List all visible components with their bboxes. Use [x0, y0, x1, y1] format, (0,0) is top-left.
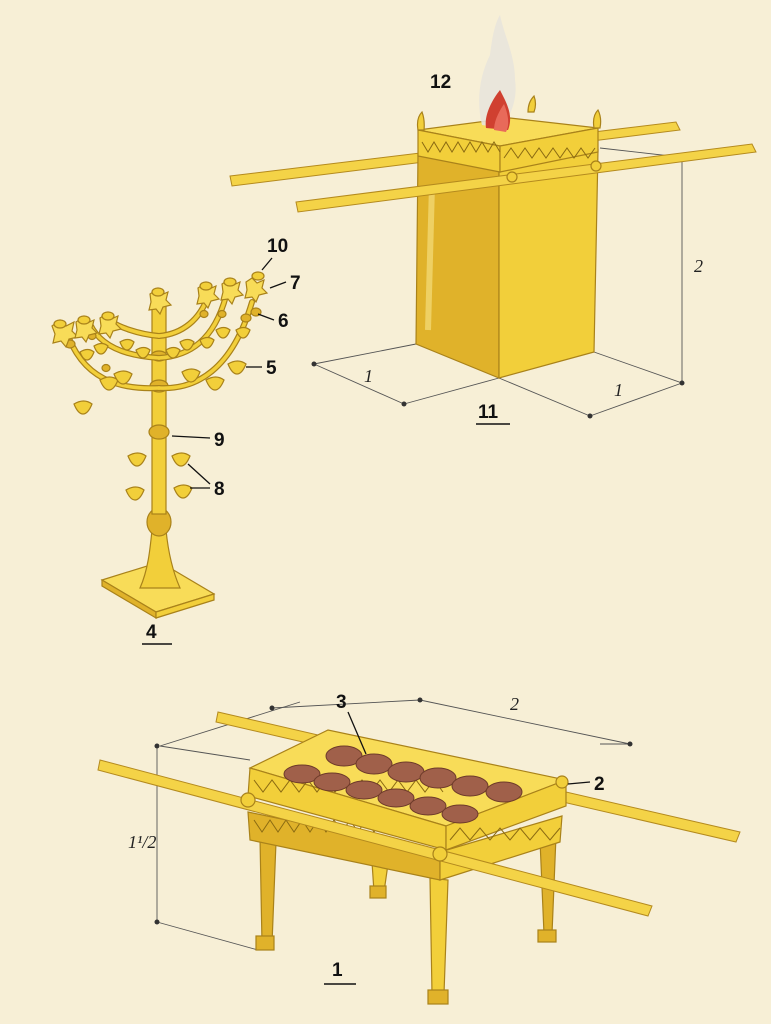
- table-front-rod: [97, 759, 653, 917]
- lampstand-knobs: [64, 307, 262, 373]
- table-ring: [555, 775, 569, 789]
- showbread-table: [97, 697, 741, 1005]
- dim-altar-height: 2: [694, 256, 703, 276]
- label-bread: 3: [336, 692, 347, 713]
- dim-altar-depth: 1: [364, 366, 373, 386]
- label-shaft: 9: [214, 430, 225, 451]
- dim-altar-width: 1: [614, 380, 623, 400]
- label-lampstand: 4: [146, 622, 157, 643]
- lampstand-shaft: [151, 299, 167, 515]
- altar-ring: [506, 171, 518, 183]
- lamp-bowls: [53, 271, 265, 329]
- altar-crown-right: [499, 127, 599, 173]
- lampstand-foot: [139, 529, 181, 589]
- altar-fire: [479, 15, 516, 132]
- lampstand: [51, 271, 269, 620]
- altar-horn: [592, 108, 602, 129]
- altar-dimension-lines: [311, 147, 689, 419]
- label-table-rim: 2: [594, 774, 605, 795]
- table-ring: [240, 792, 256, 808]
- dimension-labels: 2 1 1 2 1¹/2: [128, 256, 703, 852]
- table-legs: [255, 835, 557, 1005]
- dim-table-length: 2: [510, 694, 519, 714]
- bread-loaves: [283, 745, 523, 824]
- table-ring: [432, 846, 448, 862]
- number-labels: 12 10 7 6 5 9 8 4 11 3 2 1: [142, 72, 605, 985]
- lampstand-cups: [73, 326, 251, 501]
- label-branch-cups: 8: [214, 479, 225, 500]
- altar-horn: [527, 94, 537, 113]
- dim-table-height: 1¹/2: [128, 832, 156, 852]
- altar-horn: [416, 110, 425, 131]
- label-knob: 6: [278, 311, 289, 332]
- altar-ring: [590, 160, 602, 172]
- label-lamp-cup: 5: [266, 358, 277, 379]
- leader-lines: [171, 257, 591, 785]
- label-table: 1: [332, 960, 343, 981]
- label-fire: 12: [430, 72, 451, 93]
- label-flower: 7: [290, 273, 301, 294]
- label-lamp: 10: [267, 236, 288, 257]
- incense-altar: [229, 15, 757, 419]
- label-altar: 11: [478, 402, 499, 423]
- lampstand-base-front: [155, 593, 215, 619]
